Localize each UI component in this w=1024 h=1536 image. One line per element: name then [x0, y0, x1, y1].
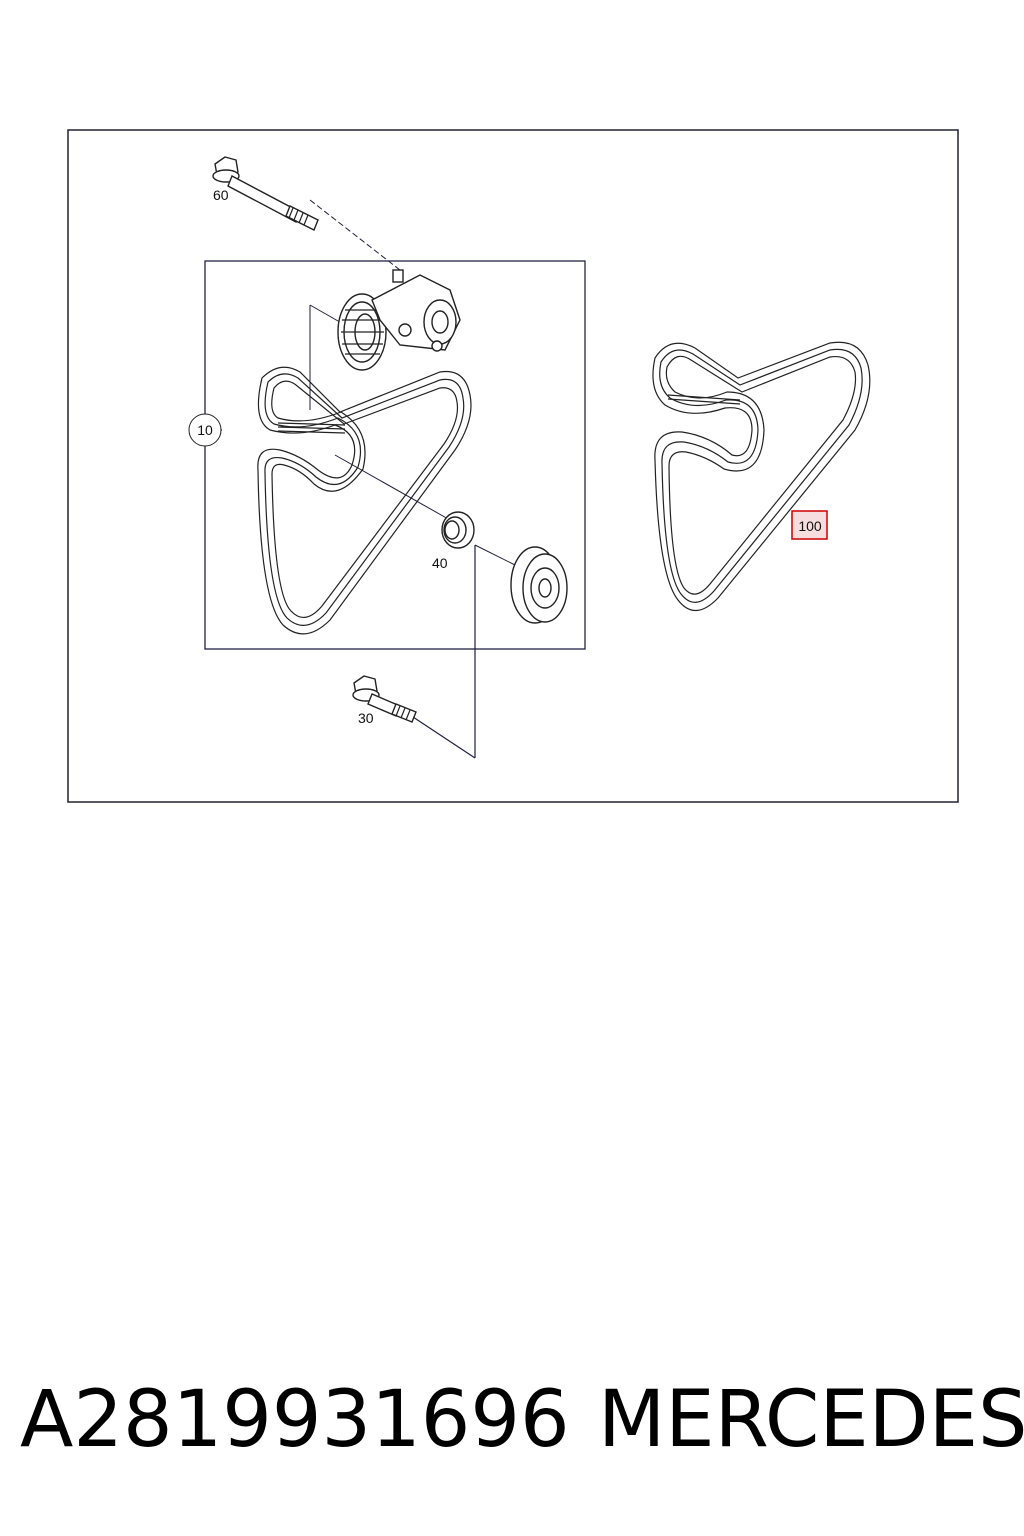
- part-number: A2819931696: [20, 1375, 570, 1465]
- caption: A2819931696 MERCEDES: [0, 1370, 1024, 1470]
- diagram-frame: [67, 129, 959, 803]
- callout-40: 40: [432, 555, 448, 571]
- parts-diagram: 60 10 40 30 100: [67, 129, 959, 803]
- bolt-60-icon: [212, 156, 319, 231]
- belt-assembly-icon: [257, 366, 472, 635]
- belt-100-icon: [652, 341, 871, 612]
- callout-60: 60: [213, 187, 229, 203]
- assembly-box: [204, 260, 586, 650]
- brand-name: MERCEDES: [598, 1375, 1024, 1465]
- leader-lines: [205, 199, 516, 759]
- idler-pulley-icon: [510, 546, 568, 624]
- tensioner-icon: [337, 269, 461, 371]
- callout-30: 30: [358, 710, 374, 726]
- callout-100: 100: [798, 518, 822, 534]
- callout-10: 10: [197, 422, 213, 438]
- sleeve-40-icon: [441, 511, 475, 549]
- callout-100-highlight[interactable]: [791, 510, 828, 540]
- bolt-30-icon: [352, 675, 417, 723]
- callout-10-circle: [188, 413, 222, 447]
